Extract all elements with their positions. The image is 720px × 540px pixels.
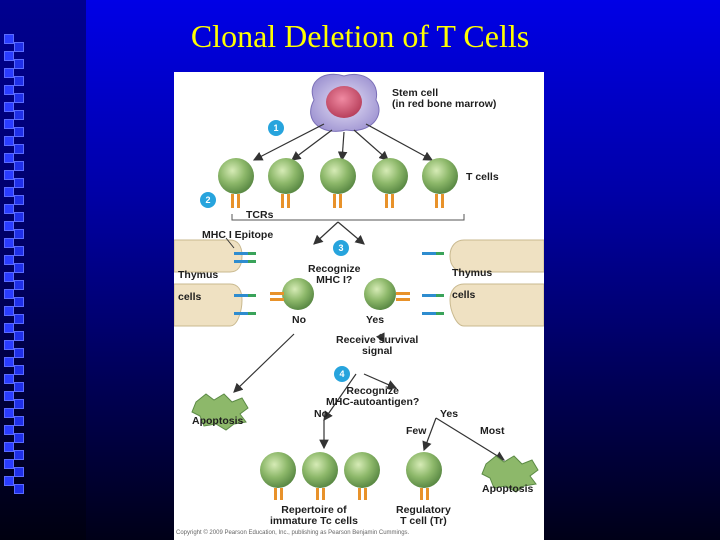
decorative-square bbox=[4, 476, 14, 486]
decorative-square bbox=[4, 204, 14, 214]
decorative-square bbox=[4, 459, 14, 469]
decorative-square bbox=[4, 102, 14, 112]
decorative-square bbox=[14, 76, 24, 86]
decorative-square bbox=[14, 178, 24, 188]
decorative-square bbox=[4, 272, 14, 282]
thymus-left-cells-label: cells bbox=[178, 291, 202, 303]
decorative-square bbox=[4, 306, 14, 316]
recognize-autoantigen-label: Recognize MHC-autoantigen? bbox=[326, 385, 420, 408]
decorative-square bbox=[4, 136, 14, 146]
decorative-square bbox=[14, 416, 24, 426]
stem-cell-label: Stem cell (in red bone marrow) bbox=[392, 87, 497, 110]
few-label: Few bbox=[406, 425, 427, 437]
decorative-square bbox=[14, 263, 24, 273]
decorative-square bbox=[4, 85, 14, 95]
repertoire-cells bbox=[260, 452, 380, 500]
decorative-square bbox=[4, 374, 14, 384]
step-marker-3: 3 bbox=[333, 240, 349, 256]
decorative-square bbox=[4, 408, 14, 418]
decorative-square bbox=[4, 187, 14, 197]
stem-cell bbox=[310, 73, 380, 132]
regulatory-label: Regulatory T cell (Tr) bbox=[396, 504, 451, 527]
apoptosis-left bbox=[191, 393, 249, 431]
decorative-square bbox=[4, 255, 14, 265]
clonal-deletion-diagram: 1 2 3 4 Stem cell (in red bone marrow) T… bbox=[174, 72, 544, 540]
t-cells-label: T cells bbox=[466, 171, 499, 183]
decorative-square bbox=[14, 59, 24, 69]
t-cell-row bbox=[218, 158, 458, 208]
no-label-2: No bbox=[314, 408, 328, 420]
decorative-square bbox=[14, 484, 24, 494]
decorative-square bbox=[4, 340, 14, 350]
decorative-square bbox=[14, 450, 24, 460]
survival-signal-label: Receive survival signal bbox=[336, 334, 419, 357]
yes-label-1: Yes bbox=[366, 314, 385, 326]
repertoire-label: Repertoire of immature Tc cells bbox=[270, 504, 358, 527]
thymus-right-label: Thymus bbox=[452, 267, 493, 279]
decorative-square bbox=[4, 357, 14, 367]
copyright-notice: Copyright © 2009 Pearson Education, Inc.… bbox=[176, 530, 410, 536]
decorative-square bbox=[4, 221, 14, 231]
decorative-square bbox=[4, 442, 14, 452]
diagram-graphics bbox=[174, 73, 544, 500]
step-marker-4: 4 bbox=[334, 366, 350, 382]
tcrs-label: TCRs bbox=[246, 209, 274, 221]
decorative-square bbox=[14, 144, 24, 154]
decorative-square bbox=[4, 51, 14, 61]
decorative-square bbox=[14, 195, 24, 205]
decorative-square bbox=[4, 119, 14, 129]
decorative-square bbox=[14, 348, 24, 358]
decorative-square bbox=[4, 391, 14, 401]
tcr-bracket bbox=[231, 214, 465, 221]
decorative-square bbox=[4, 289, 14, 299]
decorative-square bbox=[14, 212, 24, 222]
apoptosis-right-label: Apoptosis bbox=[482, 483, 534, 495]
step-marker-2: 2 bbox=[200, 192, 216, 208]
apoptosis-left-label: Apoptosis bbox=[192, 415, 244, 427]
decorative-square bbox=[14, 433, 24, 443]
decorative-square bbox=[14, 93, 24, 103]
most-label: Most bbox=[480, 425, 505, 437]
decorative-square bbox=[14, 365, 24, 375]
decorative-square bbox=[14, 399, 24, 409]
step-marker-1: 1 bbox=[268, 120, 284, 136]
decision-arrows bbox=[233, 221, 506, 461]
decorative-square bbox=[4, 34, 14, 44]
thymus-left-label: Thymus bbox=[178, 269, 219, 281]
decorative-square bbox=[14, 467, 24, 477]
decorative-square bbox=[14, 382, 24, 392]
decorative-square bbox=[14, 229, 24, 239]
thymus-left bbox=[174, 237, 256, 327]
decorative-square bbox=[4, 153, 14, 163]
recognize-mhc-label: Recognize MHC I? bbox=[308, 263, 361, 286]
decorative-square bbox=[14, 314, 24, 324]
no-label-1: No bbox=[292, 314, 306, 326]
decorative-square-column bbox=[14, 42, 32, 501]
decorative-square bbox=[14, 161, 24, 171]
decorative-square bbox=[14, 280, 24, 290]
decorative-square bbox=[14, 246, 24, 256]
decorative-square-column bbox=[4, 34, 22, 493]
decorative-square bbox=[14, 127, 24, 137]
decorative-square bbox=[14, 110, 24, 120]
decorative-square bbox=[14, 297, 24, 307]
regulatory-cell bbox=[406, 452, 442, 500]
slide-title: Clonal Deletion of T Cells bbox=[190, 18, 530, 54]
decorative-square bbox=[4, 170, 14, 180]
decorative-square bbox=[4, 68, 14, 78]
thymus-right-cells-label: cells bbox=[452, 289, 476, 301]
thymus-bound-cells bbox=[270, 278, 410, 310]
decorative-square bbox=[4, 425, 14, 435]
differentiation-arrows bbox=[252, 123, 434, 162]
decorative-square bbox=[14, 331, 24, 341]
mhc-epitope-label: MHC I Epitope bbox=[202, 229, 274, 241]
thymus-right bbox=[422, 239, 544, 327]
apoptosis-right bbox=[481, 455, 539, 493]
decorative-square bbox=[4, 323, 14, 333]
decorative-square bbox=[4, 238, 14, 248]
yes-label-2: Yes bbox=[440, 408, 459, 420]
decorative-square bbox=[14, 42, 24, 52]
